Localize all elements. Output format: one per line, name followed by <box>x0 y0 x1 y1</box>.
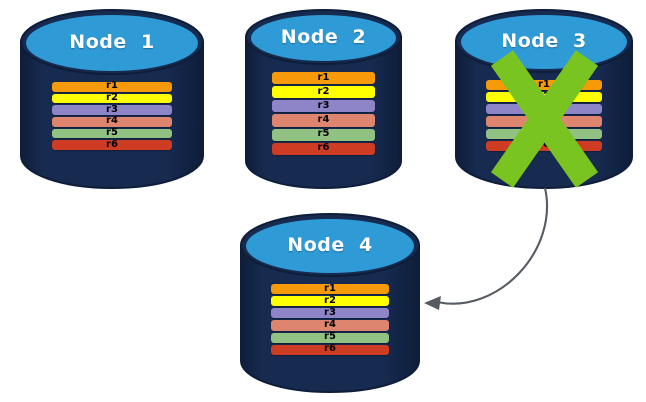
row-label: r2 <box>538 90 550 102</box>
row-r5[interactable]: r5 <box>486 127 602 139</box>
row-label: r2 <box>106 91 118 103</box>
row-r3[interactable]: r3 <box>271 306 389 319</box>
row-r3[interactable]: r3 <box>272 99 375 113</box>
row-r3[interactable]: r3 <box>486 102 602 115</box>
row-r5[interactable]: r5 <box>271 331 389 343</box>
row-r5[interactable]: r5 <box>272 128 375 141</box>
row-r2[interactable]: r2 <box>52 91 172 104</box>
cylinder-shape <box>240 213 420 393</box>
arrow-head-icon <box>424 296 441 310</box>
row-r1[interactable]: r1 <box>52 80 172 92</box>
row-label: r2 <box>324 294 336 306</box>
row-label: r1 <box>324 282 336 294</box>
row-r2[interactable]: r2 <box>272 85 375 99</box>
row-label: r4 <box>324 319 336 331</box>
row-label: r3 <box>317 99 330 111</box>
row-r5[interactable]: r5 <box>52 126 172 139</box>
row-label: r5 <box>317 128 330 140</box>
row-label: r6 <box>538 139 550 151</box>
row-label: r3 <box>324 306 336 318</box>
row-r6[interactable]: r6 <box>272 142 375 155</box>
row-label: r2 <box>317 85 330 97</box>
row-label: r1 <box>317 71 330 83</box>
row-r1[interactable]: r1 <box>271 282 389 295</box>
row-label: r5 <box>538 127 550 139</box>
row-r1[interactable]: r1 <box>486 78 602 91</box>
row-label: r1 <box>538 78 550 90</box>
cylinder-shape <box>20 9 204 189</box>
row-r6[interactable]: r6 <box>486 139 602 151</box>
row-label: r6 <box>106 138 118 150</box>
row-label: r5 <box>324 331 336 343</box>
row-label: r4 <box>106 115 118 127</box>
row-r4[interactable]: r4 <box>272 114 375 127</box>
row-r2[interactable]: r2 <box>486 90 602 103</box>
row-r6[interactable]: r6 <box>52 138 172 150</box>
row-r4[interactable]: r4 <box>52 115 172 127</box>
row-label: r1 <box>106 80 118 92</box>
node-2-row-list: r1 r2 r3 r4 r5 r6 <box>245 72 402 155</box>
row-label: r3 <box>106 103 118 115</box>
row-label: r4 <box>317 114 330 126</box>
row-label: r6 <box>324 343 336 355</box>
row-r6[interactable]: r6 <box>271 343 389 355</box>
row-r4[interactable]: r4 <box>486 115 602 127</box>
row-r4[interactable]: r4 <box>271 319 389 331</box>
row-label: r3 <box>538 102 550 114</box>
row-label: r6 <box>317 142 330 154</box>
row-r2[interactable]: r2 <box>271 294 389 307</box>
row-r1[interactable]: r1 <box>272 71 375 85</box>
curved-arrow-icon <box>436 187 548 305</box>
row-r3[interactable]: r3 <box>52 103 172 115</box>
row-label: r5 <box>106 126 118 138</box>
row-label: r4 <box>538 115 550 127</box>
